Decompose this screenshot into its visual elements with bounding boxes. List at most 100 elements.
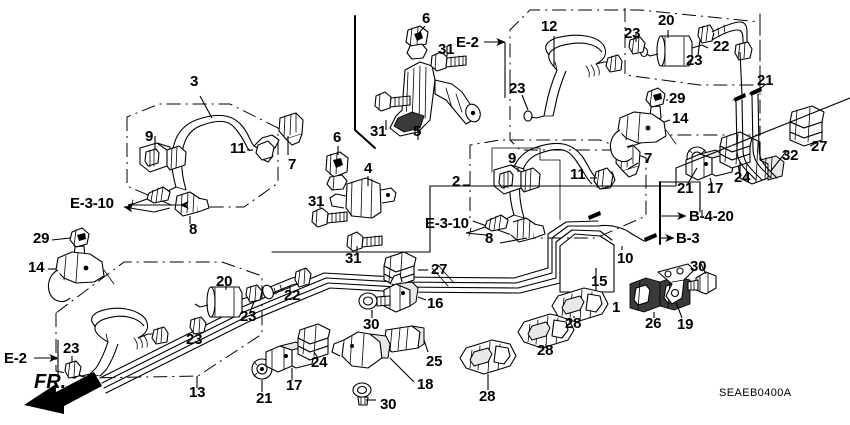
clip-28-c — [551, 287, 609, 323]
link-e2-bottom[interactable]: E-2 — [4, 350, 27, 367]
clamp-23-top-right — [697, 24, 715, 44]
bolt-30-bottom — [352, 382, 372, 406]
callout-4: 4 — [364, 160, 373, 177]
callout-30-right: 30 — [690, 258, 707, 275]
callout-25: 25 — [426, 353, 443, 370]
group-3-boundary — [126, 103, 279, 208]
bolt-31-d — [346, 231, 383, 252]
bracket-5-assembly — [354, 15, 481, 149]
diagram-code: SEAEB0400A — [719, 387, 792, 399]
clip-6-top — [405, 25, 429, 60]
bracket-19 — [657, 263, 695, 305]
callout-27-center: 27 — [431, 261, 448, 278]
callout-28-b: 28 — [537, 342, 554, 359]
callout-31-d: 31 — [370, 123, 387, 140]
callout-9-mid: 9 — [508, 150, 517, 167]
callout-9-left: 9 — [145, 128, 154, 145]
callout-23-b: 23 — [624, 25, 641, 42]
callout-23-f: 23 — [63, 340, 80, 357]
fr-direction-arrow — [24, 372, 102, 414]
part-4-valve — [329, 177, 397, 219]
bolt-31-b — [374, 91, 411, 112]
hose-3 — [127, 114, 280, 209]
callout-14-right: 14 — [672, 110, 689, 127]
hose-22-top — [711, 21, 753, 61]
callout-8-left: 8 — [189, 221, 198, 238]
callout-28-a: 28 — [479, 388, 496, 405]
callout-3: 3 — [190, 73, 199, 90]
callout-7-mid: 7 — [644, 150, 653, 167]
link-b-4-20[interactable]: B-4-20 — [689, 208, 734, 225]
clamp-23-lower-left — [64, 360, 82, 379]
callout-12: 12 — [541, 18, 558, 35]
callout-27-upper: 27 — [811, 138, 828, 155]
clamp-23-top-left — [628, 36, 646, 55]
callout-29-right: 29 — [669, 90, 686, 107]
callout-29-left: 29 — [33, 230, 50, 247]
bolt-31-a — [430, 51, 467, 72]
sensor-29-right — [645, 87, 666, 121]
clip-6-lower — [325, 151, 349, 191]
link-e3-10-mid[interactable]: E-3-10 — [425, 215, 469, 232]
hose-13 — [69, 307, 169, 379]
fuel-filter-20-lower — [194, 286, 259, 318]
clip-28-a — [459, 339, 517, 375]
group-2-inner-outline — [491, 147, 561, 221]
hose-22-lower — [262, 267, 312, 300]
clip-28-b — [517, 313, 575, 349]
clamp-8-left — [174, 191, 210, 217]
callout-22-top: 22 — [713, 38, 730, 55]
callout-2: 2 — [452, 173, 461, 190]
fuel-filter-20-top — [639, 35, 709, 67]
callout-10: 10 — [617, 250, 634, 267]
group-12-boundary — [509, 8, 761, 151]
link-e3-10-left[interactable]: E-3-10 — [70, 195, 114, 212]
callout-32: 32 — [782, 147, 799, 164]
clamp-7-left — [278, 112, 304, 146]
callout-22-lower: 22 — [284, 287, 301, 304]
callout-28-c: 28 — [565, 315, 582, 332]
callout-11-left: 11 — [230, 140, 246, 157]
callout-7-left: 7 — [288, 156, 297, 173]
clip-25 — [383, 325, 425, 353]
insulator-24-lower — [297, 323, 331, 361]
callout-31-c: 31 — [438, 41, 455, 58]
hose-12 — [523, 34, 623, 122]
insulator-24-upper — [719, 131, 753, 169]
callout-15: 15 — [591, 273, 608, 290]
link-e2-top[interactable]: E-2 — [456, 34, 479, 51]
callout-24-upper: 24 — [734, 169, 751, 186]
callout-11-mid: 11 — [570, 166, 586, 183]
callout-21-c: 21 — [256, 390, 273, 407]
callout-6-top: 6 — [422, 10, 431, 27]
callout-31-b: 31 — [345, 250, 362, 267]
clamp-23-lower-mid — [189, 316, 207, 335]
callout-21-b: 21 — [677, 180, 694, 197]
callout-13: 13 — [189, 384, 206, 401]
bolt-30-center — [358, 292, 391, 310]
callout-19: 19 — [677, 316, 694, 333]
callout-17-upper: 17 — [707, 180, 724, 197]
tubes-right-vertical — [732, 87, 778, 181]
bracket-18 — [331, 331, 391, 369]
callout-16: 16 — [427, 295, 444, 312]
callout-23-c: 23 — [686, 52, 703, 69]
callout-6-lower: 6 — [333, 129, 342, 146]
callout-20-top: 20 — [658, 12, 675, 29]
clip-9-left — [139, 142, 187, 173]
callout-24-lower: 24 — [311, 354, 328, 371]
callout-8-mid: 8 — [485, 230, 494, 247]
fr-label: FR. — [34, 371, 67, 393]
callout-26: 26 — [645, 315, 662, 332]
link-b-3[interactable]: B-3 — [676, 230, 700, 247]
clamp-23-lower-right — [245, 284, 263, 303]
bracket-14-left — [47, 251, 115, 303]
callout-14-left: 14 — [28, 259, 45, 276]
callout-23-e: 23 — [186, 331, 203, 348]
callout-20-lower: 20 — [216, 273, 233, 290]
callout-30-center: 30 — [363, 316, 380, 333]
bolt-30-right — [687, 271, 717, 295]
hose-2 — [465, 142, 616, 237]
